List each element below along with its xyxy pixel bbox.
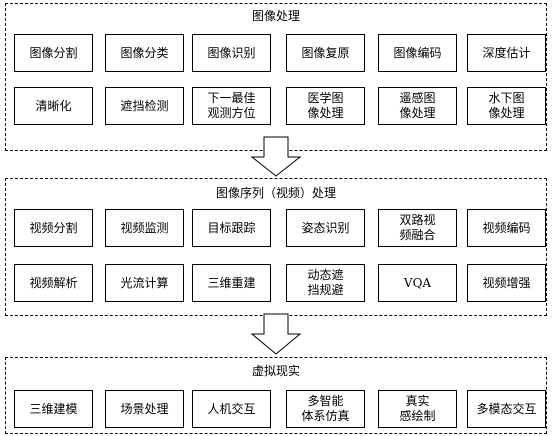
box: 三维重建 [192, 264, 271, 302]
box: 多模态交互 [467, 390, 546, 428]
box: 目标跟踪 [192, 209, 271, 247]
box: 真实 感绘制 [378, 390, 457, 428]
box: 图像复原 [286, 34, 365, 72]
box: 动态遮 挡规避 [286, 264, 365, 302]
box: 多智能 体系仿真 [286, 390, 365, 428]
box: 遥感图 像处理 [378, 87, 457, 125]
box: 图像分割 [14, 34, 93, 72]
box: 姿态识别 [286, 209, 365, 247]
box: 三维建模 [14, 390, 93, 428]
box: 医学图 像处理 [286, 87, 365, 125]
box: 遮挡检测 [105, 87, 184, 125]
box: 图像识别 [192, 34, 271, 72]
box: 视频增强 [467, 264, 546, 302]
section-image-processing: 图像处理 图像分割 图像分类 图像识别 图像复原 图像编码 深度估计 清晰化 遮… [5, 3, 547, 151]
box: 场景处理 [105, 390, 184, 428]
box: 视频编码 [467, 209, 546, 247]
section-title: 图像序列（视频）处理 [215, 186, 336, 200]
box: 光流计算 [105, 264, 184, 302]
box: 视频监测 [105, 209, 184, 247]
box: 视频解析 [14, 264, 93, 302]
box: 下一最佳 观测方位 [192, 87, 271, 125]
section-title: 虚拟现实 [251, 364, 300, 378]
box: 水下图 像处理 [467, 87, 546, 125]
box: 视频分割 [14, 209, 93, 247]
box: 图像编码 [378, 34, 457, 72]
box: 人机交互 [192, 390, 271, 428]
box: 清晰化 [14, 87, 93, 125]
section-virtual-reality: 虚拟现实 三维建模 场景处理 人机交互 多智能 体系仿真 真实 感绘制 多模态交… [5, 357, 547, 434]
box: 双路视 频融合 [378, 209, 457, 247]
section-video-processing: 图像序列（视频）处理 视频分割 视频监测 目标跟踪 姿态识别 双路视 频融合 视… [5, 178, 547, 316]
box: VQA [378, 264, 457, 302]
box: 深度估计 [467, 34, 546, 72]
box: 图像分类 [105, 34, 184, 72]
section-title: 图像处理 [251, 9, 300, 23]
